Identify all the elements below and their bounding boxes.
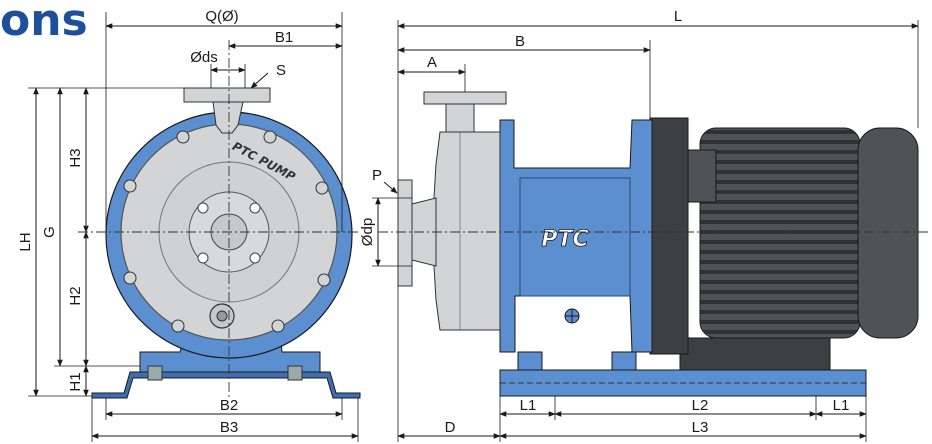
bracket-panel [519, 177, 631, 297]
bolt-hole [249, 202, 261, 214]
bolt-hole [197, 202, 209, 214]
dim-q-label: Q(Ø) [205, 8, 238, 25]
front-discharge-flange [183, 87, 271, 103]
dim-a-label: A [427, 54, 437, 71]
page-heading: ons [0, 0, 88, 46]
dim-l-label: L [674, 8, 682, 25]
drain-plug-center [216, 310, 228, 322]
p-label: P [372, 167, 382, 184]
dim-b1-label: B1 [275, 29, 293, 46]
s-leader [250, 72, 269, 89]
side-discharge-neck [445, 103, 475, 133]
front-view: PTC PUMP Q(Ø) B1 Øds S LH G H [17, 8, 361, 442]
bracket-foot [517, 351, 543, 371]
suction-flange [397, 179, 413, 287]
dim-l3-label: L3 [692, 419, 709, 436]
dim-h2-label: H2 [67, 286, 84, 305]
side-pump-casing [431, 131, 501, 331]
brand-plate: PTC [541, 227, 588, 252]
motor-feet [679, 337, 831, 371]
motor-fan-cover [857, 127, 919, 339]
rim-bolts [123, 130, 331, 333]
dim-l1-left-label: L1 [520, 397, 537, 414]
side-discharge-flange [423, 91, 507, 105]
p-leader [383, 181, 398, 194]
bracket-foot [611, 351, 637, 371]
front-base-feet [91, 371, 361, 399]
dim-h3-label: H3 [67, 148, 84, 167]
dim-d-label: D [445, 419, 456, 436]
foot-bolt [147, 365, 163, 381]
dim-h1-label: H1 [67, 372, 84, 391]
bolt-hole [197, 252, 209, 264]
dim-ds-label: Øds [190, 49, 218, 66]
dim-b3-label: B3 [220, 419, 238, 436]
side-view: PTC L B A P [359, 8, 928, 442]
motor-terminal-box [687, 149, 717, 203]
dim-g-label: G [41, 226, 58, 238]
foot-bolt [287, 365, 303, 381]
motor-body [699, 127, 861, 339]
dim-l2-label: L2 [692, 397, 709, 414]
s-label: S [276, 62, 286, 79]
dim-l1-right-label: L1 [833, 397, 850, 414]
dim-b-label: B [515, 33, 525, 50]
bolt-hole [249, 252, 261, 264]
dim-lh-label: LH [17, 232, 34, 251]
dim-b2-label: B2 [220, 397, 238, 414]
motor-flange [649, 117, 689, 355]
dim-dp-label: Ødp [359, 218, 376, 246]
